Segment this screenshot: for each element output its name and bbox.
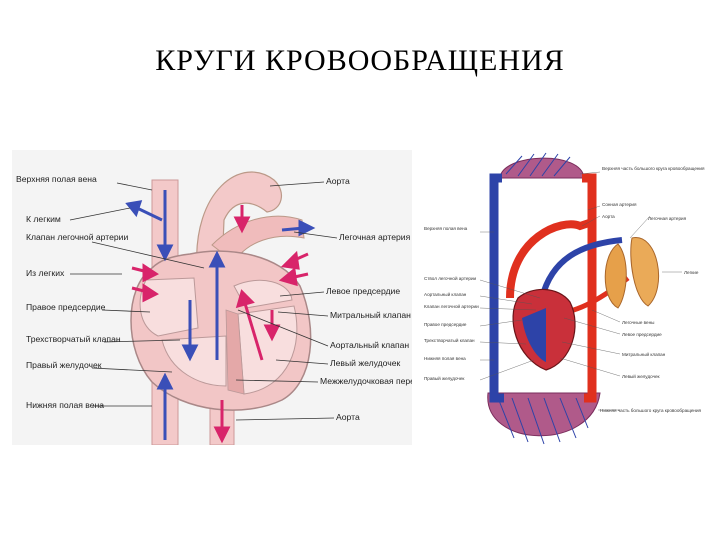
label-left-ventricle: Левый желудочек — [330, 358, 400, 368]
label-interventricular-septum: Межжелудочковая перегородка — [320, 376, 412, 386]
venous-flow-arrows — [125, 190, 316, 440]
label-aorta: Аорта — [602, 214, 615, 219]
label-aorta-bottom: Аорта — [336, 412, 360, 422]
label-from-lungs: Из легких — [26, 268, 65, 278]
label-lungs: Легкие — [684, 270, 699, 275]
circulation-diagram: Верхняя часть большого круга кровообраще… — [422, 148, 712, 458]
label-aortic-valve: Аортальный клапан — [330, 340, 409, 350]
circulation-diagram-canvas: Верхняя часть большого круга кровообраще… — [424, 152, 705, 445]
label-to-lungs: К легким — [26, 214, 61, 224]
label-mitral-valve: Митральный клапан — [330, 310, 411, 320]
label-mitral-valve-circ: Митральный клапан — [622, 351, 666, 357]
label-pulmonary-valve-circ: Клапан легочной артерии — [424, 303, 479, 309]
label-left-ventricle-circ: Левый желудочек — [622, 373, 661, 379]
upper-capillary-bed — [499, 157, 585, 179]
label-aorta-top: Аорта — [326, 176, 350, 186]
label-pulmonary-veins: Легочные вены — [622, 320, 654, 325]
label-pulmonary-artery-circ: Легочная артерия — [648, 216, 687, 221]
label-left-atrium: Левое предсердие — [326, 286, 400, 296]
label-right-atrium: Правое предсердие — [26, 302, 106, 312]
aortic-arch-vessel — [506, 218, 594, 299]
label-right-ventricle-circ: Правый желудочек — [424, 375, 465, 381]
heart-diagram-canvas: Верхняя полая вена К легким Клапан легоч… — [12, 150, 446, 446]
label-lower-systemic: Нижняя часть большого круга кровообращен… — [600, 408, 702, 413]
upper-capillary-mesh — [505, 152, 571, 177]
arterial-flow-arrows — [131, 205, 309, 444]
label-pulmonary-valve: Клапан легочной артерии — [26, 232, 128, 242]
label-right-atrium-circ: Правое предсердие — [424, 322, 467, 327]
label-tricuspid-valve-circ: Трехстворчатый клапан — [424, 337, 475, 343]
label-tricuspid-valve: Трехстворчатый клапан — [26, 334, 121, 344]
right-ventricle-chamber — [161, 335, 227, 387]
label-right-ventricle: Правый желудочек — [26, 360, 102, 370]
label-pulmonary-trunk: Ствол легочной артерии — [424, 275, 477, 281]
pulmonary-trunk — [539, 237, 623, 299]
vena-cava-loop — [489, 173, 504, 403]
label-pulmonary-artery: Легочная артерия — [339, 232, 411, 242]
aorta-loop — [582, 173, 597, 403]
label-upper-systemic: Верхняя часть большого круга кровообраще… — [602, 166, 705, 171]
label-aortic-valve-circ: Аортальный клапан — [424, 291, 467, 297]
label-left-atrium-circ: Левое предсердие — [622, 332, 662, 337]
lung-right — [630, 237, 660, 307]
label-inferior-vena-cava-circ: Нижняя полая вена — [424, 356, 466, 361]
slide-title: КРУГИ КРОВООБРАЩЕНИЯ — [155, 44, 565, 77]
interventricular-septum — [225, 309, 245, 395]
label-superior-vena-cava-circ: Верхняя полая вена — [424, 226, 468, 231]
small-heart-right-side — [522, 308, 546, 362]
label-superior-vena-cava: Верхняя полая вена — [16, 174, 97, 184]
heart-diagram: Верхняя полая вена К легким Клапан легоч… — [12, 150, 446, 446]
lung-left — [604, 243, 627, 309]
lower-capillary-bed — [487, 392, 601, 437]
lower-capillary-mesh — [497, 397, 589, 445]
heart-leader-lines — [69, 181, 338, 421]
label-inferior-vena-cava: Нижняя полая вена — [26, 400, 104, 410]
label-carotid-artery: Сонная артерия — [602, 202, 637, 207]
circulation-leader-lines — [479, 171, 682, 411]
